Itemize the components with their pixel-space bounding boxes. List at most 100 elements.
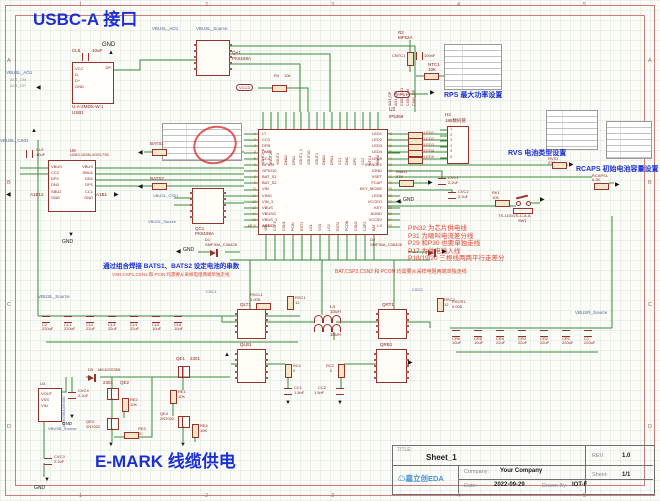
port-arrow-icon: ◀ <box>138 184 143 190</box>
l4-ref: L4 <box>330 304 336 309</box>
rmd1-resistor <box>399 180 414 187</box>
frame-outer <box>5 5 655 496</box>
frame-zone-row: D <box>7 424 11 430</box>
qe2-mosfet <box>107 388 119 400</box>
rscr1-value: 0.005 <box>452 304 463 309</box>
cvc4-ref: CVC4 <box>78 388 89 393</box>
u2-ep: ASS <box>262 223 271 228</box>
gnd-symbol-icon: ▼ <box>68 232 74 238</box>
rvs-table <box>546 110 598 150</box>
frame-zone-col: 3 <box>331 2 335 8</box>
qe4-ref: QE4 <box>160 411 169 416</box>
re2-resistor <box>122 398 129 412</box>
qc1-part: PK6168A <box>195 231 215 236</box>
net-vccd: VCCD <box>236 84 254 91</box>
frame-zone-col: 1 <box>79 2 83 8</box>
u6-part: U263-163N-4OS1735 <box>70 152 109 157</box>
rvs1-resistor <box>552 162 567 169</box>
net-vbusl-ao1: VBUSL_AO1 <box>6 70 33 75</box>
rmd1-value: 27K <box>396 174 404 179</box>
qlb1-ref: QLB1 <box>240 342 252 347</box>
d2-value: SMF30A_C36428 <box>370 242 402 247</box>
net-vbusl-source: VBUSL_Source <box>196 26 228 31</box>
net-vbusl-source-2: VBUSL_Source <box>148 219 177 224</box>
bats1-ref: BATS1 <box>150 141 164 146</box>
cntc1-capacitor <box>416 52 423 60</box>
port-arrow-icon: ◀ <box>36 85 41 91</box>
cvc4-value: 2.2uF <box>78 393 89 398</box>
sw1-ref: SW1 <box>518 218 527 223</box>
title-label: TITLE: <box>397 447 413 453</box>
qe1-ref: QE1 <box>176 356 186 361</box>
section-title-emark: E-MARK 线缆供电 <box>95 452 236 471</box>
h2-ref: H2 <box>445 112 451 117</box>
gnd-symbol-icon: ▲ <box>108 50 114 56</box>
rk1-resistor <box>495 200 510 207</box>
re4-resistor <box>192 424 199 438</box>
rscl1-ref: RSCL1 <box>250 292 263 297</box>
rsc2-value: 12 <box>444 302 449 307</box>
net-vbusl-source-3: VBUSL_Source <box>38 294 70 299</box>
cvc2-value: 2.2uF <box>458 194 469 199</box>
frame-zone-col: 2 <box>205 2 209 8</box>
qlt1-body <box>235 309 268 339</box>
cvc2-capacitor <box>448 192 456 199</box>
gnd-label: GND <box>102 42 116 48</box>
frame-zone-row: D <box>648 424 652 430</box>
drawn-label: Drawn By: <box>542 483 568 489</box>
title-block-line <box>585 445 586 493</box>
frame-zone-col: 5 <box>583 2 587 8</box>
company-value: Your Company <box>500 468 543 474</box>
gnd-symbol-icon: ▼ <box>337 400 343 406</box>
cvc1-ref: CVC1 <box>448 175 459 180</box>
qrt1-ref: QRT1 <box>382 302 394 307</box>
title-block-line <box>458 479 653 480</box>
qe4-mosfet <box>178 416 190 428</box>
gnd-label: GND <box>62 421 72 426</box>
port-arrow-icon: ▶ <box>442 249 447 255</box>
title-block-line <box>392 465 653 466</box>
sheet-title: Sheet_1 <box>426 453 457 462</box>
section-title-usbc: USBC-A 接口 <box>33 10 138 29</box>
rvs1-ref: RVS1 <box>548 156 559 161</box>
d5-diode <box>88 374 96 382</box>
rcaps1-ref: RCAPS1 <box>592 173 609 178</box>
cvc3-capacitor <box>44 458 52 465</box>
gnd-symbol-icon: ▼ <box>44 477 50 483</box>
rsc1-ref: RSC1 <box>295 295 306 300</box>
rc1-value: 2 <box>293 368 296 373</box>
cvc1-capacitor <box>438 178 446 185</box>
re4-ref: RE4 <box>200 423 208 428</box>
frame-zone-col: 4 <box>457 2 461 8</box>
r2-value: MF52A <box>398 35 413 40</box>
cvc1-value: 2.2uF <box>448 180 459 185</box>
bats1-jumper <box>152 149 167 156</box>
frame-zone-col: 1 <box>79 493 83 499</box>
led-resistor <box>408 157 423 164</box>
re1-ref: RE1 <box>178 389 186 394</box>
u3-ref: U3 <box>40 381 46 386</box>
company-label: Company: <box>464 469 490 475</box>
net-csc2: CSC2 <box>412 287 423 292</box>
gnd-label: GND <box>183 247 195 253</box>
cc1-value: 1.5nF <box>294 390 305 395</box>
l4-winding-2 <box>314 324 341 332</box>
r4-value: 10k <box>284 73 291 78</box>
frame-zone-col: 4 <box>457 493 461 499</box>
re3-resistor <box>124 432 139 439</box>
sheet-label: Sheet: <box>592 472 608 478</box>
qe2-value: 2301 <box>103 380 114 385</box>
frame-zone-col: 3 <box>331 493 335 499</box>
r4-resistor <box>272 85 287 92</box>
qe2-ref: QE2 <box>120 380 130 385</box>
qlt1-ref: QLT1 <box>240 302 251 307</box>
gnd-symbol-icon: ▼ <box>108 442 114 448</box>
gnd-up-icon: ▲ <box>31 128 37 134</box>
d1-value: SMF30A_C36428 <box>205 242 237 247</box>
